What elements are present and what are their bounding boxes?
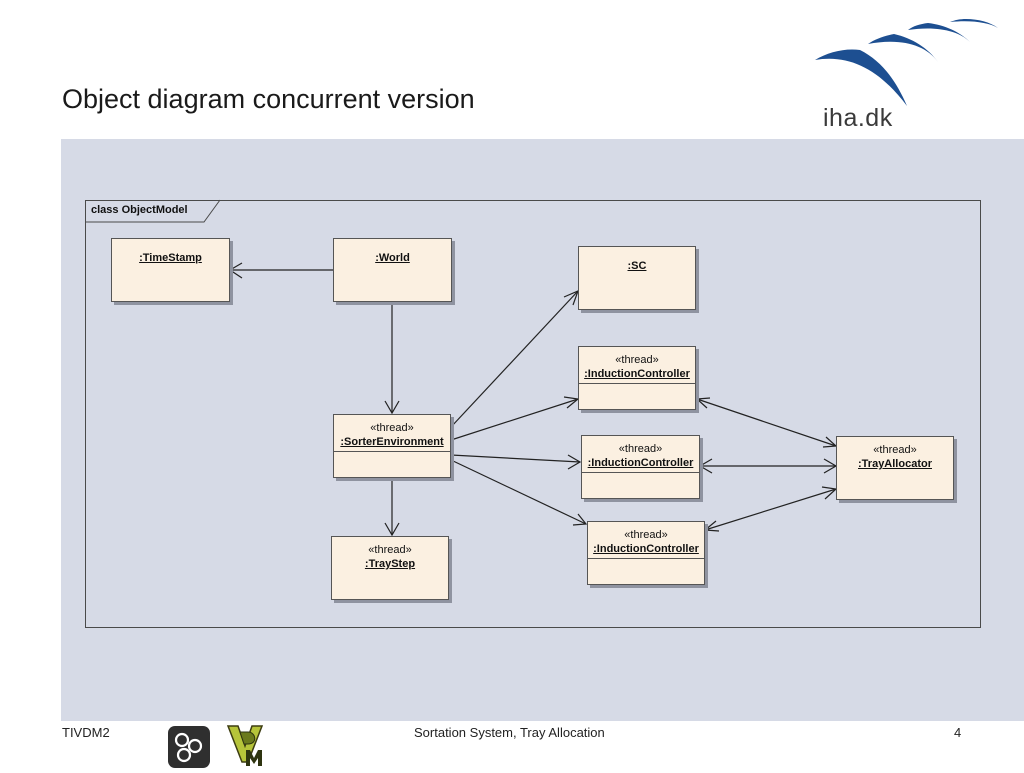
vdm-logo-icon — [226, 725, 264, 766]
object-name: :World — [375, 252, 410, 264]
object-induction-controller-1[interactable]: «thread» :InductionController — [578, 346, 696, 410]
footer-left: TIVDM2 — [62, 725, 110, 740]
frame-label: class ObjectModel — [91, 204, 188, 216]
arrowhead-ic1-end — [695, 397, 711, 409]
iha-logo-icon — [815, 19, 998, 106]
object-name: :InductionController — [593, 543, 699, 555]
object-separator — [334, 451, 450, 452]
object-stereotype: «thread» — [615, 354, 659, 366]
object-tray-allocator[interactable]: «thread» :TrayAllocator — [836, 436, 954, 500]
arrowhead-ic2-end — [698, 458, 713, 474]
object-stereotype: «thread» — [618, 443, 663, 455]
object-name: :InductionController — [587, 457, 694, 469]
object-sorter-environment[interactable]: «thread» :SorterEnvironment — [333, 414, 451, 478]
arrowhead-traystep — [384, 522, 400, 537]
object-timestamp[interactable]: :TimeStamp — [111, 238, 230, 302]
object-name: :InductionController — [584, 368, 690, 380]
diagram-frame — [85, 200, 981, 628]
object-name: :TrayAllocator — [858, 458, 932, 470]
object-stereotype: «thread» — [624, 529, 668, 541]
object-separator — [588, 558, 704, 559]
object-separator — [582, 472, 699, 473]
object-name: :TimeStamp — [139, 252, 202, 264]
object-induction-controller-2[interactable]: «thread» :InductionController — [581, 435, 700, 499]
link-sorter-ic1 — [450, 398, 579, 441]
arrowhead-ic2 — [567, 454, 582, 470]
object-separator — [579, 383, 695, 384]
object-stereotype: «thread» — [368, 544, 412, 556]
object-name: :SorterEnvironment — [340, 436, 444, 448]
arrowhead-timestamp — [228, 262, 243, 279]
arrowhead-sorter — [384, 400, 400, 415]
link-sorter-ic2 — [450, 454, 581, 463]
molecule-icon — [168, 726, 210, 768]
arrowhead-ic3 — [572, 513, 588, 526]
footer-center: Sortation System, Tray Allocation — [414, 725, 605, 740]
object-world[interactable]: :World — [333, 238, 452, 302]
object-name: :SC — [627, 260, 647, 272]
diagram-canvas — [61, 139, 1024, 721]
link-ic1-allocator — [696, 398, 837, 447]
link-ic3-allocator — [704, 488, 837, 531]
object-sc[interactable]: :SC — [578, 246, 696, 310]
object-name: :TrayStep — [364, 558, 416, 570]
object-stereotype: «thread» — [873, 444, 917, 456]
object-stereotype: «thread» — [370, 422, 414, 434]
link-sorter-sc — [450, 290, 579, 428]
page-number: 4 — [954, 725, 962, 740]
link-sorter-ic3 — [450, 459, 587, 525]
logo-text: iha.dk — [823, 104, 893, 132]
object-tray-step[interactable]: «thread» :TrayStep — [331, 536, 449, 600]
object-induction-controller-3[interactable]: «thread» :InductionController — [587, 521, 705, 585]
arrowhead-ic3-end — [703, 520, 720, 532]
slide-title: Object diagram concurrent version — [62, 84, 475, 114]
